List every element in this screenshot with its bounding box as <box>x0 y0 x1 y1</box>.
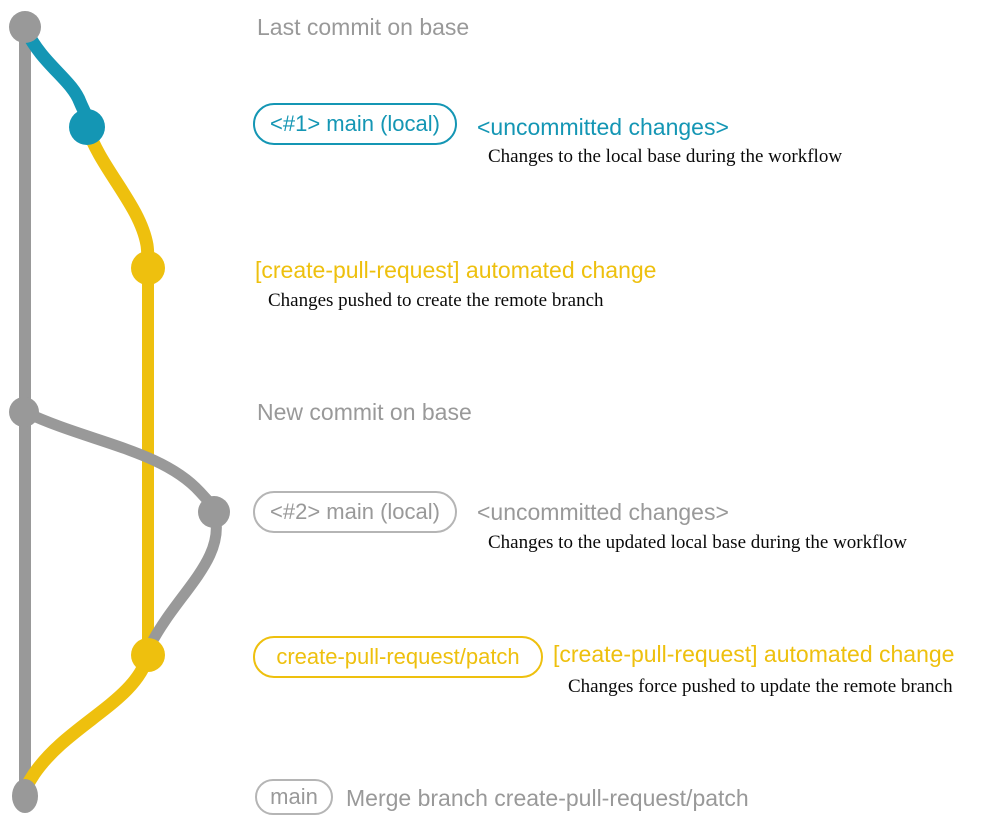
commit-node-last-commit-on-base <box>9 11 41 43</box>
commit-node-main-local-2 <box>198 496 230 528</box>
automated-change-label-1: [create-pull-request] automated change <box>255 257 657 283</box>
rebase-curve <box>146 510 222 647</box>
description-force-pushed-changes: Changes force pushed to update the remot… <box>568 676 953 697</box>
patch-merge-curve <box>18 652 155 796</box>
annotation-merge-branch: Merge branch create-pull-request/patch <box>346 785 749 811</box>
branch-label-main-local-1: <#1> main (local) <box>253 103 457 145</box>
commit-node-merge-commit <box>12 779 38 813</box>
commit-node-new-commit-on-base <box>9 397 39 427</box>
branch-label-create-pull-request-patch: create-pull-request/patch <box>253 636 543 678</box>
description-pushed-to-create-branch: Changes pushed to create the remote bran… <box>268 290 604 311</box>
commit-node-main-local-1 <box>69 109 105 145</box>
updated-main-branch-curve <box>22 407 227 520</box>
description-updated-local-base-changes: Changes to the updated local base during… <box>488 532 907 553</box>
commit-node-automated-change-1 <box>131 251 165 285</box>
patch-branch-curve-top <box>80 124 155 269</box>
automated-change-label-2: [create-pull-request] automated change <box>553 641 955 667</box>
branch-label-main: main <box>255 779 333 815</box>
uncommitted-changes-label-2: <uncommitted changes> <box>477 499 729 525</box>
annotation-new-commit-on-base: New commit on base <box>257 399 472 425</box>
description-local-base-changes: Changes to the local base during the wor… <box>488 146 843 167</box>
branch-label-main-local-2: <#2> main (local) <box>253 491 457 533</box>
annotation-last-commit-on-base: Last commit on base <box>257 14 470 40</box>
uncommitted-changes-label-1: <uncommitted changes> <box>477 114 729 140</box>
commit-node-automated-change-2 <box>131 638 165 672</box>
